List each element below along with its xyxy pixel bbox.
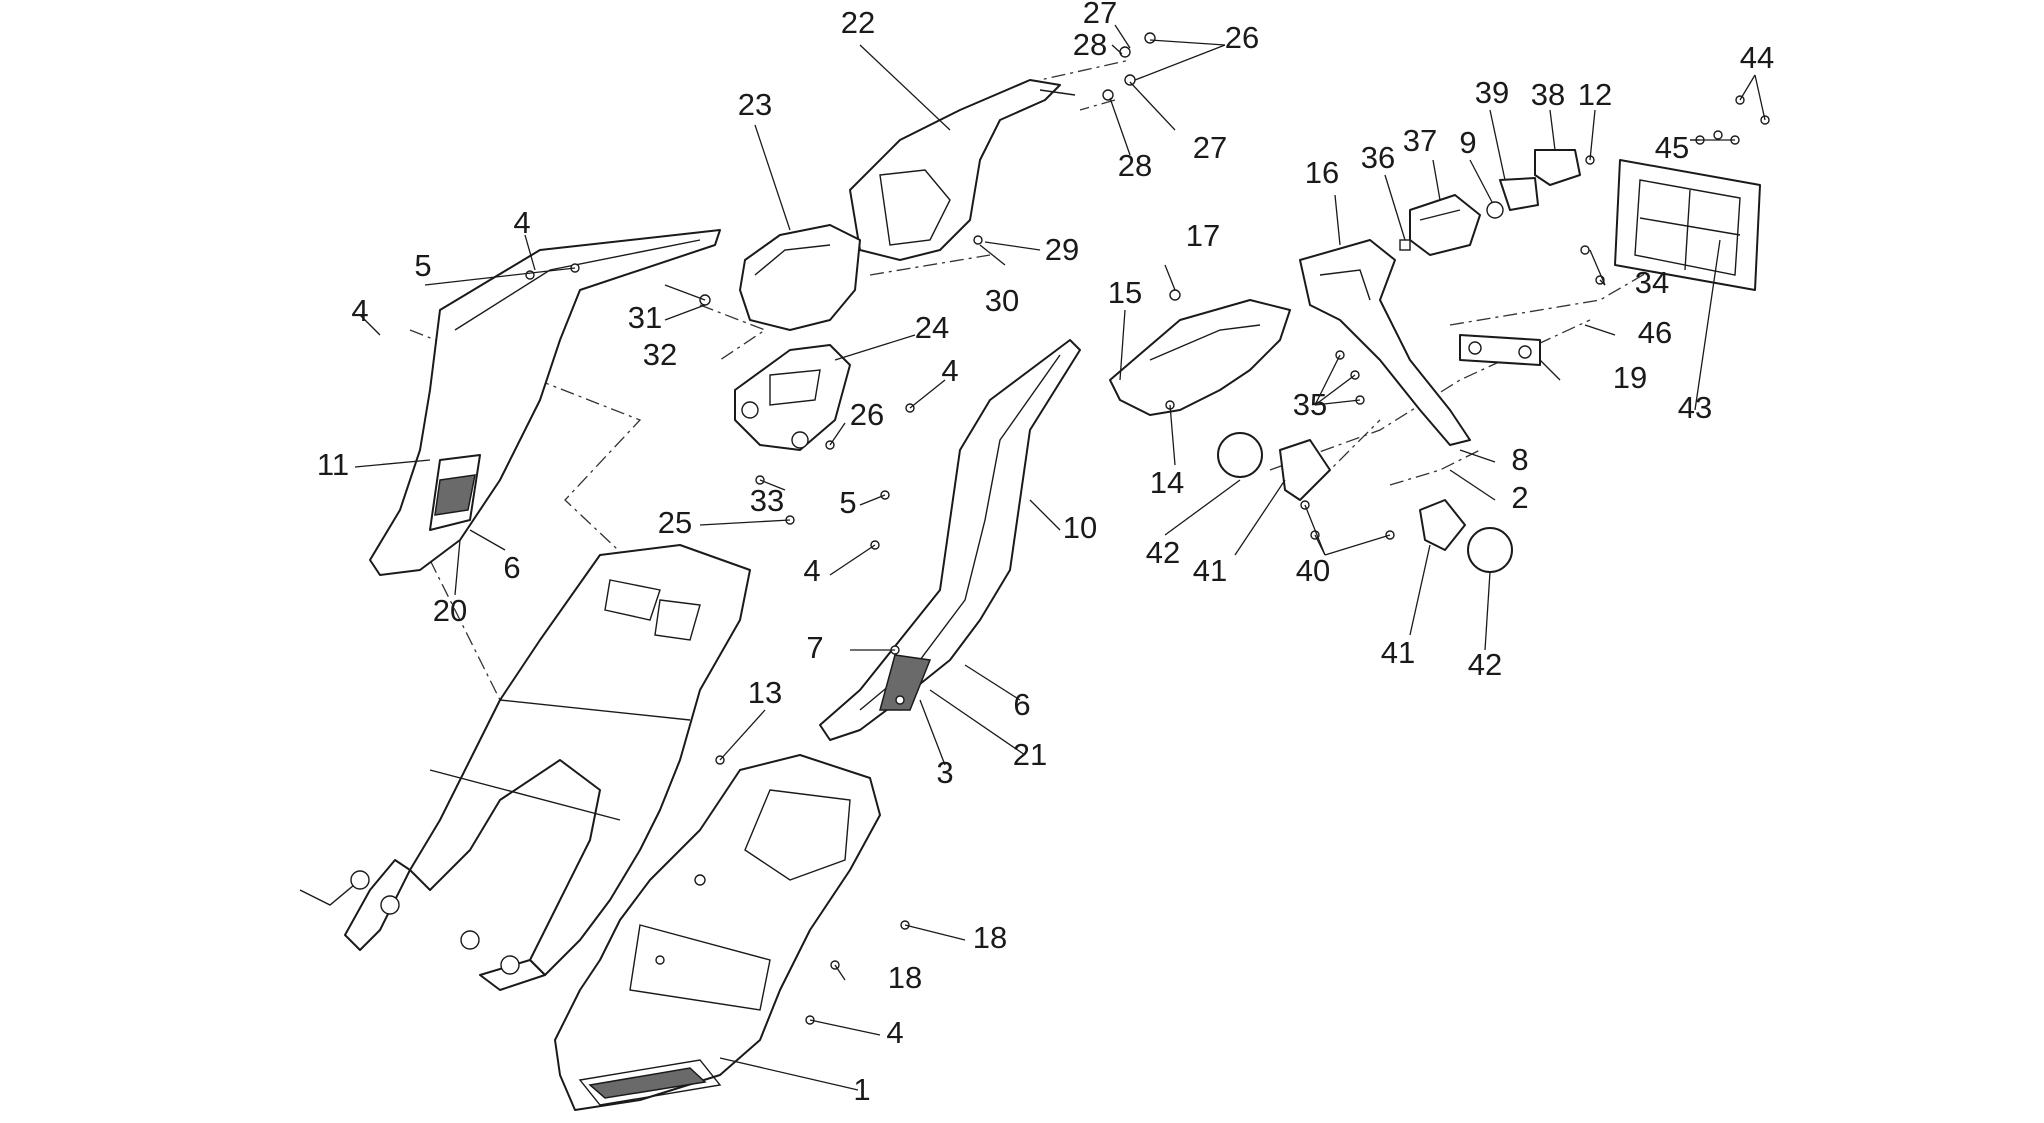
callout-38: 38	[1531, 77, 1565, 112]
callout-35: 35	[1293, 387, 1327, 422]
callout-22: 22	[841, 5, 875, 40]
rear-subframe	[299, 544, 751, 991]
callout-28: 28	[1118, 148, 1152, 183]
callout-26: 26	[1225, 20, 1259, 55]
callout-45: 45	[1655, 130, 1689, 165]
callout-36: 36	[1361, 140, 1395, 175]
part-43-plate-holder	[1614, 159, 1761, 291]
part-10-right-side-panel	[819, 339, 1081, 741]
callout-7: 7	[806, 630, 823, 665]
callout-28: 28	[1073, 27, 1107, 62]
callout-6: 6	[1013, 687, 1030, 722]
callout-42: 42	[1146, 535, 1180, 570]
callout-20: 20	[433, 593, 467, 628]
callout-44: 44	[1740, 40, 1774, 75]
callout-6: 6	[503, 550, 520, 585]
part-24-seat-lock-bracket	[734, 344, 851, 451]
part-37-tail-light-housing	[1409, 194, 1481, 256]
callout-13: 13	[748, 675, 782, 710]
part-38-lamp-cover	[1534, 149, 1581, 186]
callout-39: 39	[1475, 75, 1509, 110]
callout-23: 23	[738, 87, 772, 122]
part-1-rear-undertray	[554, 754, 881, 1111]
callout-37: 37	[1403, 123, 1437, 158]
part-42-left-indicator-lens	[1217, 432, 1263, 478]
part-39-bracket	[1499, 177, 1539, 211]
callout-29: 29	[1045, 232, 1079, 267]
callout-21: 21	[1013, 737, 1047, 772]
callout-4: 4	[513, 205, 530, 240]
callout-15: 15	[1108, 275, 1142, 310]
callout-31: 31	[628, 300, 662, 335]
part-16-license-bracket	[1299, 239, 1471, 446]
callout-11: 11	[317, 447, 349, 482]
part-19-reflector	[1459, 334, 1541, 366]
part-11-left-side-panel	[369, 229, 721, 576]
part-9-grommet	[1486, 201, 1504, 219]
part-41-right-indicator-body	[1419, 499, 1466, 551]
callout-34: 34	[1635, 265, 1669, 300]
callout-4: 4	[886, 1015, 903, 1050]
callout-41: 41	[1381, 635, 1415, 670]
part-23-rear-seat	[739, 224, 861, 331]
callout-5: 5	[414, 248, 431, 283]
callout-42: 42	[1468, 647, 1502, 682]
callout-16: 16	[1305, 155, 1339, 190]
leader-lines	[354, 24, 1766, 1091]
callout-26: 26	[850, 397, 884, 432]
callout-9: 9	[1459, 125, 1476, 160]
callout-12: 12	[1578, 77, 1612, 112]
callout-33: 33	[750, 483, 784, 518]
callout-10: 10	[1063, 510, 1097, 545]
part-42-right-indicator-lens	[1467, 527, 1513, 573]
callout-18: 18	[888, 960, 922, 995]
callout-18: 18	[973, 920, 1007, 955]
callout-5: 5	[839, 485, 856, 520]
part-15-number-plate-holder	[1109, 299, 1291, 416]
callout-8: 8	[1511, 442, 1528, 477]
callout-2: 2	[1511, 480, 1528, 515]
callout-40: 40	[1296, 553, 1330, 588]
callout-4: 4	[941, 353, 958, 388]
fasteners	[525, 32, 1770, 1025]
callout-19: 19	[1613, 360, 1647, 395]
callout-1: 1	[853, 1072, 870, 1107]
callout-labels: 22 27 28 26 23 28 27 39 38 12 44 37 9 45…	[317, 0, 1774, 1107]
callout-46: 46	[1638, 315, 1672, 350]
callout-25: 25	[658, 505, 692, 540]
callout-14: 14	[1150, 465, 1184, 500]
callout-27: 27	[1193, 130, 1227, 165]
callout-17: 17	[1186, 218, 1220, 253]
callout-43: 43	[1678, 390, 1712, 425]
callout-24: 24	[915, 310, 949, 345]
part-36-nut	[1399, 239, 1411, 251]
callout-27: 27	[1083, 0, 1117, 30]
part-41-left-indicator-body	[1279, 439, 1331, 501]
callout-41: 41	[1193, 553, 1227, 588]
callout-32: 32	[643, 337, 677, 372]
part-22-tail-cowl	[849, 79, 1076, 261]
callout-3: 3	[936, 755, 953, 790]
callout-30: 30	[985, 283, 1019, 318]
callout-4: 4	[351, 293, 368, 328]
callout-4: 4	[803, 553, 820, 588]
